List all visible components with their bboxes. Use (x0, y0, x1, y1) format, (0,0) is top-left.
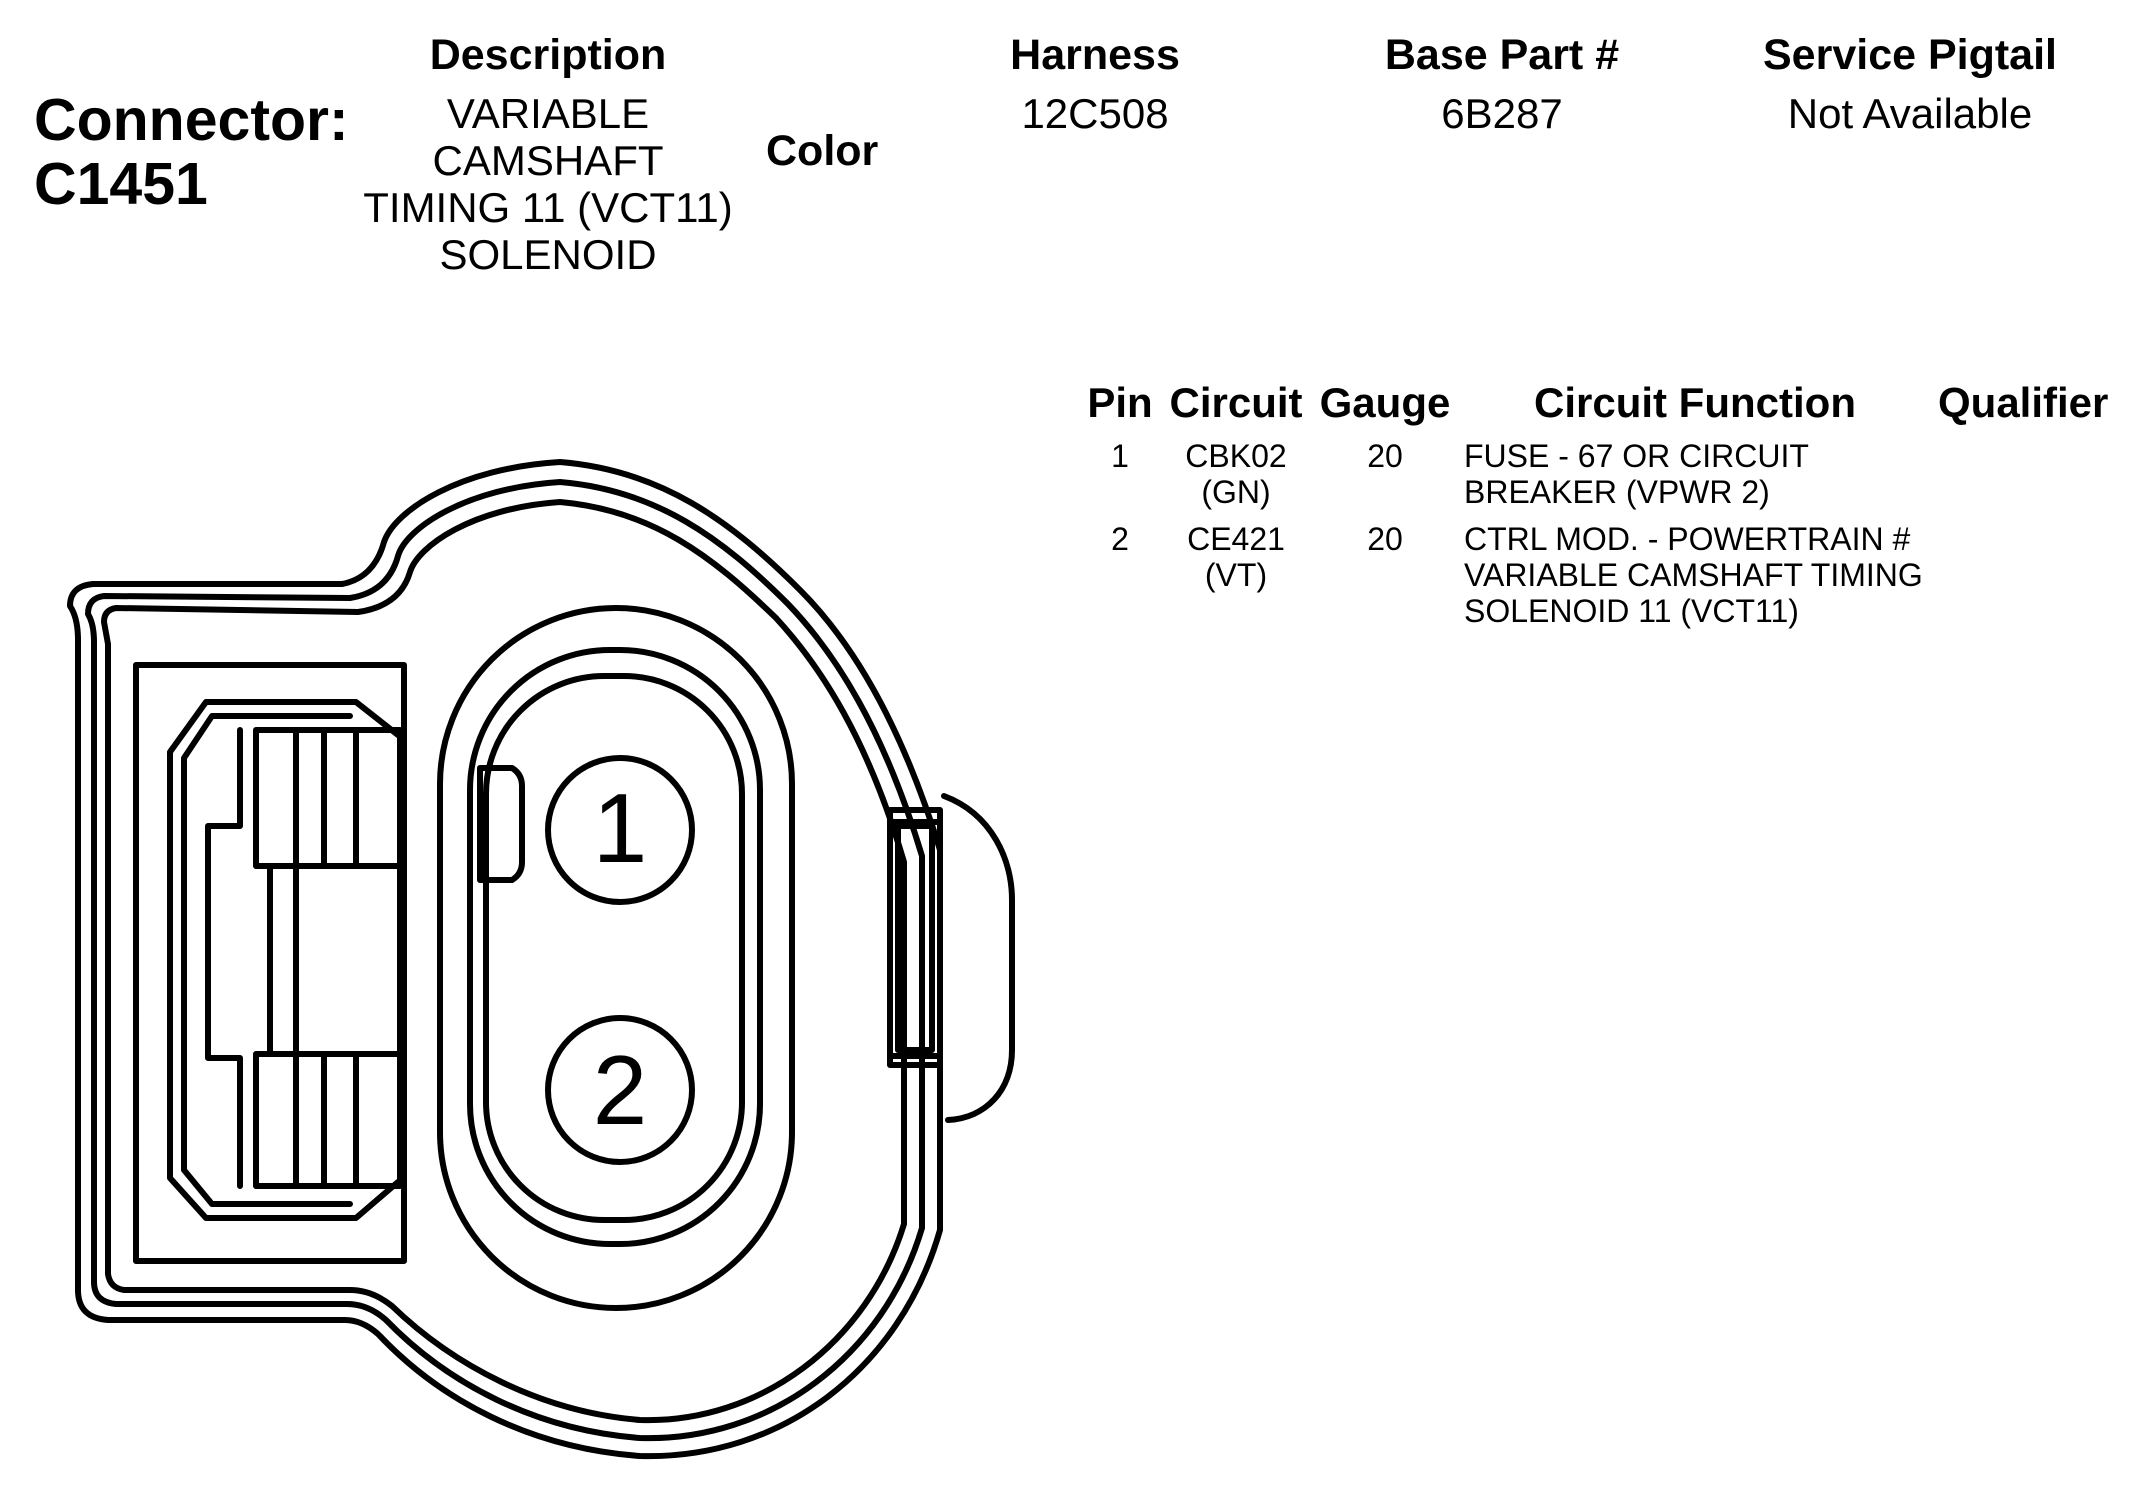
latch-slot-inner (895, 823, 935, 1053)
pin-2-circle (545, 1015, 695, 1165)
color-header: Color (766, 127, 879, 175)
function-line: BREAKER (VPWR 2) (1464, 474, 1770, 510)
connector-title: Connector: C1451 (34, 88, 349, 216)
circuit-cell: CBK02 (GN) (1160, 438, 1312, 510)
lock-frame-outer (133, 662, 407, 1264)
cavity-middle (467, 647, 763, 1247)
description-line: VARIABLE (446, 90, 650, 137)
connector-label: Connector: (34, 87, 349, 153)
latch-bump (941, 793, 1015, 1123)
base-part-value: 6B287 (1441, 90, 1563, 137)
outer-housing (67, 459, 943, 1460)
service-pigtail-header: Service Pigtail (1763, 31, 2057, 79)
column-header-circuit: Circuit (1169, 379, 1303, 426)
column-header-pin: Pin (1087, 379, 1153, 426)
circuit-code: CE421 (1187, 521, 1285, 557)
column-header-circuit-function: Circuit Function (1534, 379, 1856, 426)
pin-cavity (437, 605, 795, 1311)
description-line: TIMING 11 (VCT11) (363, 184, 733, 231)
gauge-cell: 20 (1367, 521, 1403, 557)
outer-housing-line-2 (85, 479, 925, 1442)
lock-block-top (253, 727, 403, 869)
lock-tab-inner (181, 713, 353, 1207)
connector-id: C1451 (34, 151, 208, 217)
pin-1-circle (545, 755, 695, 905)
pin-1-label: 1 (593, 773, 648, 883)
description-header: Description (429, 31, 667, 79)
pin-2-label: 2 (593, 1035, 648, 1145)
function-line: CTRL MOD. - POWERTRAIN # (1464, 521, 1911, 557)
lock-block-middle (267, 863, 403, 1057)
description-line: SOLENOID (439, 231, 657, 278)
pin-cell: 1 (1111, 438, 1129, 474)
lock-block-bottom (253, 1051, 403, 1189)
circuit-color: (GN) (1201, 474, 1271, 510)
column-header-gauge: Gauge (1319, 379, 1451, 426)
function-cell: CTRL MOD. - POWERTRAIN # VARIABLE CAMSHA… (1464, 521, 1923, 629)
base-part-header: Base Part # (1384, 31, 1620, 79)
outer-housing-line-3 (101, 499, 907, 1424)
latch-slot-outer (887, 807, 943, 1068)
service-pigtail-value: Not Available (1787, 90, 2033, 137)
cavity-outer (437, 605, 795, 1311)
circuit-code: CBK02 (1185, 438, 1287, 474)
circuit-color: (VT) (1204, 557, 1268, 593)
gauge-cell: 20 (1367, 438, 1403, 474)
function-cell: FUSE - 67 OR CIRCUIT BREAKER (VPWR 2) (1464, 438, 1809, 510)
outer-housing-line-1 (67, 459, 943, 1460)
lock-housing (133, 662, 407, 1264)
harness-value: 12C508 (1021, 90, 1169, 137)
description-line: CAMSHAFT (432, 137, 664, 184)
column-header-qualifier: Qualifier (1938, 379, 2109, 426)
description-value: VARIABLE CAMSHAFT TIMING 11 (VCT11) SOLE… (338, 90, 758, 278)
side-latch (887, 793, 1015, 1123)
polarization-key (477, 765, 525, 883)
circuit-cell: CE421 (VT) (1160, 521, 1312, 593)
lock-tab-outer (167, 699, 401, 1221)
pin-cell: 2 (1111, 521, 1129, 557)
function-line: SOLENOID 11 (VCT11) (1464, 593, 1799, 629)
lock-tab-step (205, 727, 243, 1189)
function-line: FUSE - 67 OR CIRCUIT (1464, 438, 1809, 474)
cavity-inner (483, 673, 745, 1223)
harness-header: Harness (1010, 31, 1180, 79)
function-line: VARIABLE CAMSHAFT TIMING (1464, 557, 1923, 593)
